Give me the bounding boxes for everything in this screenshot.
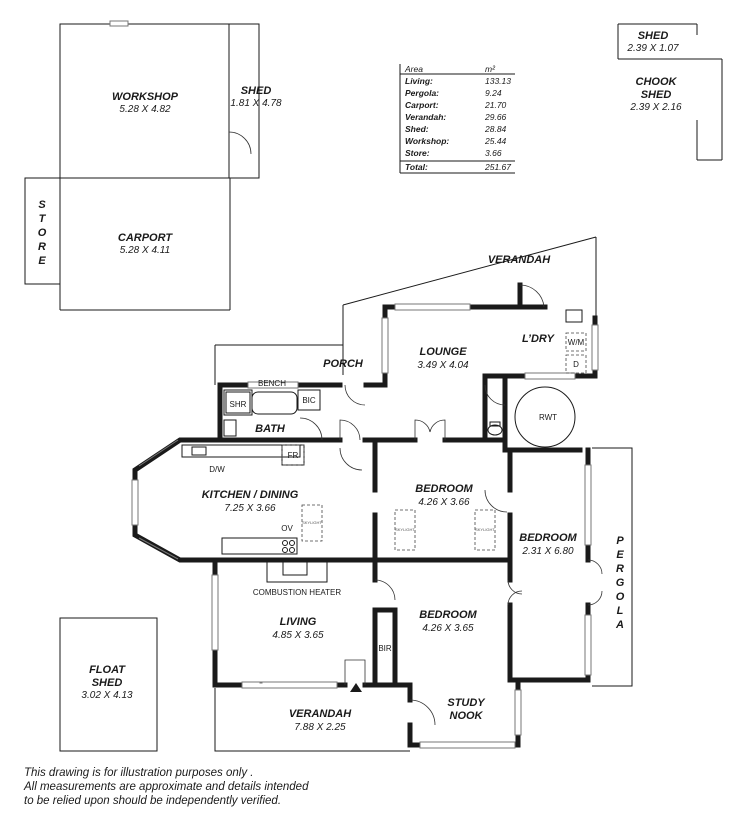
fixtures (181, 309, 587, 583)
study-nook-label-2: NOOK (450, 710, 484, 722)
workshop-dims: 5.28 X 4.82 (119, 104, 171, 115)
area-row-value: 3.66 (485, 148, 502, 158)
area-row-value: 29.66 (484, 112, 507, 122)
bic-label: BIC (302, 396, 316, 405)
chook-shed-group (617, 23, 723, 161)
living-dims: 4.85 X 3.65 (272, 630, 324, 641)
bedroom-center-dims: 4.26 X 3.66 (418, 497, 470, 508)
chook-shed-label-2: SHED (641, 89, 672, 101)
area-header-unit: m² (485, 64, 496, 74)
area-row-label: Living: (405, 76, 433, 86)
float-shed (59, 617, 158, 752)
area-row-label: Shed: (405, 124, 429, 134)
dishwasher-label: D/W (209, 465, 225, 474)
area-table: Area m² Living: 133.13 Pergola: 9.24 Car… (399, 64, 515, 174)
bedroom-lower-dims: 4.26 X 3.65 (422, 623, 474, 634)
svg-text:S: S (38, 199, 46, 211)
small-shed-dims: 2.39 X 1.07 (626, 43, 679, 54)
disclaimer-line: to be relied upon should be independentl… (24, 795, 282, 807)
area-row-value: 133.13 (485, 76, 511, 86)
windows (131, 303, 599, 749)
svg-text:A: A (615, 619, 624, 631)
area-row-value: 21.70 (484, 100, 507, 110)
disclaimer-line: All measurements are approximate and det… (24, 781, 309, 793)
svg-text:L: L (617, 605, 624, 617)
oven-label: OV (281, 524, 293, 533)
svg-text:R: R (616, 563, 624, 575)
area-row-value: 9.24 (485, 88, 502, 98)
kitchen-dining-label: KITCHEN / DINING (202, 489, 299, 501)
shed-label: SHED (241, 85, 272, 97)
float-shed-label-1: FLOAT (89, 664, 126, 676)
svg-text:G: G (616, 577, 625, 589)
area-row-value: 28.84 (484, 124, 507, 134)
doors (299, 284, 603, 726)
svg-text:E: E (616, 549, 624, 561)
area-row-label: Pergola: (405, 88, 439, 98)
combustion-heater-label: COMBUSTION HEATER (253, 588, 342, 597)
lounge-label: LOUNGE (419, 346, 467, 358)
area-row-label: Carport: (405, 100, 439, 110)
area-row-label: Verandah: (405, 112, 446, 122)
float-shed-label-2: SHED (92, 677, 123, 689)
fixture-labels: BENCH SHR BIC FR D/W OV COMBUSTION HEATE… (209, 338, 584, 653)
shed-dims: 1.81 X 4.78 (230, 98, 282, 109)
chook-shed-dims: 2.39 X 2.16 (629, 102, 682, 113)
area-row-value: 25.44 (484, 136, 507, 146)
study-nook-label-1: STUDY (447, 697, 486, 709)
small-shed-label: SHED (638, 30, 669, 42)
store-label: S T O R E (38, 199, 47, 267)
bedroom-center-label: BEDROOM (415, 483, 473, 495)
disclaimer-line: This drawing is for illustration purpose… (24, 767, 254, 779)
outbuildings (24, 20, 260, 311)
lounge-dims: 3.49 X 4.04 (417, 360, 469, 371)
svg-text:R: R (38, 241, 46, 253)
svg-text:O: O (616, 591, 625, 603)
svg-text:O: O (38, 227, 47, 239)
bedroom-right-dims: 2.31 X 6.80 (521, 546, 574, 557)
area-row-label: Workshop: (405, 136, 449, 146)
area-total-value: 251.67 (484, 162, 511, 172)
area-total-label: Total: (405, 162, 428, 172)
carport-dims: 5.28 X 4.11 (120, 245, 170, 256)
room-labels: WORKSHOP 5.28 X 4.82 SHED 1.81 X 4.78 S … (38, 30, 682, 733)
washing-machine-label: W/M (568, 338, 585, 347)
shower-label: SHR (230, 400, 247, 409)
area-row-label: Store: (405, 148, 430, 158)
bench-label: BENCH (258, 379, 286, 388)
svg-text:P: P (616, 535, 624, 547)
verandah-top-label: VERANDAH (488, 254, 551, 266)
workshop-label: WORKSHOP (112, 91, 179, 103)
dryer-label: D (573, 360, 579, 369)
verandah-bottom-label: VERANDAH (289, 708, 352, 720)
bir-label: BIR (378, 644, 392, 653)
verandah-bottom-dims: 7.88 X 2.25 (294, 722, 346, 733)
area-header-label: Area (404, 64, 423, 74)
skylight-label: SKYLIGHT (395, 527, 415, 532)
bedroom-lower-label: BEDROOM (419, 609, 477, 621)
carport-label: CARPORT (118, 232, 173, 244)
float-shed-dims: 3.02 X 4.13 (81, 690, 133, 701)
disclaimer: This drawing is for illustration purpose… (24, 766, 484, 808)
living-label: LIVING (280, 616, 317, 628)
chook-shed-label-1: CHOOK (636, 76, 678, 88)
skylight-label: SKYLIGHT (302, 520, 322, 525)
bedroom-right-label: BEDROOM (519, 532, 577, 544)
skylight-label: SKYLIGHT (475, 527, 495, 532)
svg-text:T: T (39, 213, 47, 225)
bath-label: BATH (255, 423, 286, 435)
rwt-label: RWT (539, 413, 557, 422)
svg-text:E: E (38, 255, 46, 267)
porch-label: PORCH (323, 358, 364, 370)
fridge-label: FR (288, 451, 299, 460)
pergola-label: P E R G O L A (615, 535, 625, 631)
kitchen-dining-dims: 7.25 X 3.66 (224, 503, 276, 514)
laundry-label: L’DRY (522, 333, 556, 345)
